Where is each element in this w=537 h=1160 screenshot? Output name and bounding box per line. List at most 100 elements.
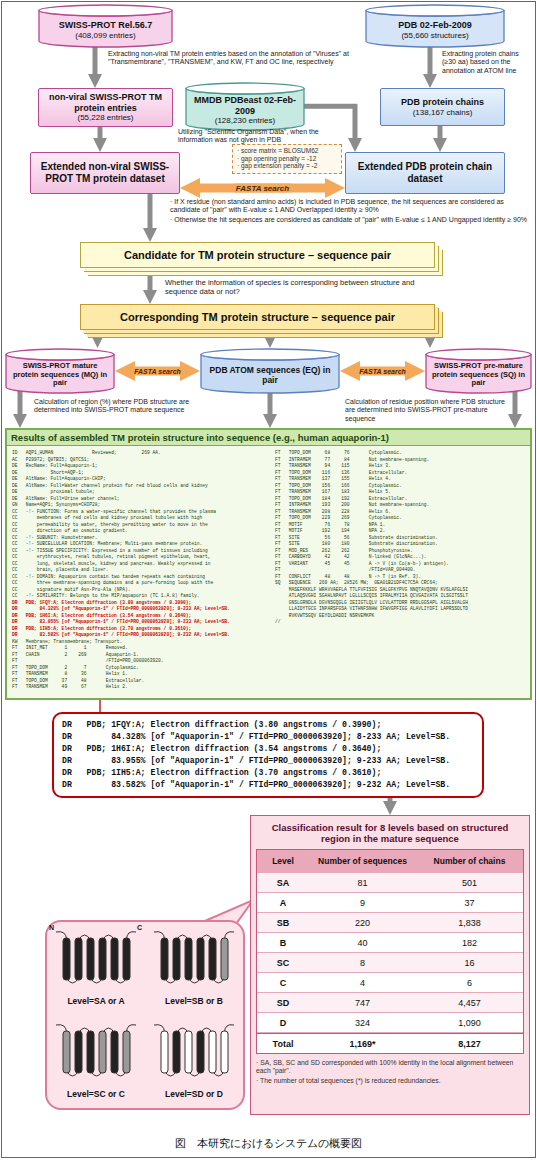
node-text: (128,230 entries) xyxy=(189,116,301,125)
helix xyxy=(221,938,228,980)
record-line: DE proximal tubule; xyxy=(12,489,270,496)
record-line: FT MOTIF 76 78 NPA 1. xyxy=(275,522,527,529)
record-line: AC P29972; Q8TBI5; Q8TCS1; xyxy=(12,457,270,464)
level-callout: Level=SA or ANCLevel=SB or BLevel=SC or … xyxy=(45,920,245,1110)
record-line: DR 83.955% [of "Aquaporin-1" / FTId=PRO_… xyxy=(12,619,270,626)
database-cylinder: SWISS-PROT mature protein sequences (MQ)… xyxy=(5,348,115,394)
table-cell: 1,838 xyxy=(416,913,523,933)
helix xyxy=(123,938,130,980)
record-line: FT TOPO_DOM 2 7 Cytoplasmic. xyxy=(12,665,270,672)
text-column: FT TOPO_DOM 68 76 Cytoplasmic.FT INTRAME… xyxy=(275,450,527,626)
record-line: CC brain, placenta and liver. xyxy=(12,567,270,574)
helix xyxy=(63,1031,70,1073)
node-text: MMDB PDBeast 02-Feb-2009 xyxy=(189,95,301,116)
flow-arrow xyxy=(18,390,23,420)
flow-arrow xyxy=(428,44,433,80)
figure-caption: 図 本研究におけるシステムの概要図 xyxy=(0,1136,537,1151)
terminus-label: N xyxy=(49,924,54,932)
table-note: · The number of total sequences (*) is r… xyxy=(256,1077,524,1085)
table-cell: 4,457 xyxy=(416,993,523,1013)
cylinder-top xyxy=(426,349,531,360)
record-line: CC -!- TISSUE SPECIFICITY: Expressed in … xyxy=(12,548,270,555)
table-cell: Number of chains xyxy=(416,850,523,873)
node-text: PDB protein chains xyxy=(386,97,499,108)
helix xyxy=(221,1031,228,1073)
annotation-text: · Otherwise the hit sequences are consid… xyxy=(170,216,530,224)
cylinder-top xyxy=(201,349,339,360)
helix xyxy=(197,938,204,980)
database-cylinder: PDB ATOM sequences (EQ) in pair xyxy=(200,348,340,394)
level-label: Level=SB or B xyxy=(145,996,243,1006)
record-line: CC -!- SUBCELLULAR LOCATION: Membrane; M… xyxy=(12,541,270,548)
annotation-text: Utilizing "Scientific Organism Data", wh… xyxy=(178,128,343,145)
record-line: ATLAQSVGHI SGAHLNPAVT LGLLLSCQIS IFRALMY… xyxy=(275,593,527,600)
node-text: Extended non-viral SWISS-PROT TM protein… xyxy=(36,161,174,185)
record-line: DE AltName: Full=Urine water channel; xyxy=(12,496,270,503)
helix xyxy=(99,938,106,980)
table-cell: 1,169* xyxy=(309,1033,416,1053)
level-label: Level=SC or C xyxy=(47,1089,145,1099)
table-title: Classification result for 8 levels based… xyxy=(256,820,524,849)
node-text: Corresponding TM protein structure – seq… xyxy=(89,311,426,324)
record-line: FT INTRAMEM 193 200 Not membrane-spannin… xyxy=(275,502,527,509)
table-cell: 501 xyxy=(416,873,523,893)
database-cylinder: MMDB PDBeast 02-Feb-2009(128,230 entries… xyxy=(185,82,305,131)
helix-topology xyxy=(145,924,243,994)
record-line: CC -!- DOMAIN: Aquaporins contain two ta… xyxy=(12,574,270,581)
record-line: SQ SEQUENCE 269 AA; 28526 MW; 0EA01B21DF… xyxy=(275,580,527,587)
record-line: CC signature motif Asn-Pro-Ala (NPA). xyxy=(12,587,270,594)
node-text: SWISS-PROT mature protein sequences (MQ)… xyxy=(9,362,111,389)
helix xyxy=(75,938,82,980)
record-line: FT SITE 56 56 Substrate discrimination. xyxy=(275,535,527,542)
record-line: CC membranes of red cells and kidney pro… xyxy=(12,515,270,522)
table-cell: 324 xyxy=(309,1013,416,1033)
record-line: DR 83.582% [of "Aquaporin-1" / FTId=PRO_… xyxy=(12,632,270,639)
record-line: KW Membrane; Transmembrane; Transport. xyxy=(12,639,270,646)
record-line: FT TRANSMEM 137 155 Helix 4. xyxy=(275,476,527,483)
record-line: GNSLGRNDLA DGVNSGQGLG IEIIGTLQLV LCVLATT… xyxy=(275,600,527,607)
node-text: Extended PDB protein chain dataset xyxy=(351,161,499,185)
record-line: ID AQP1_HUMAN Reviewed; 269 AA. xyxy=(12,450,270,457)
flow-arrow xyxy=(268,390,273,420)
table-cell: 40 xyxy=(309,933,416,953)
record-line: FT INIT_MET 1 1 Removed. xyxy=(12,645,270,652)
table-grid: LevelNumber of sequencesNumber of chains… xyxy=(256,849,524,1054)
record-line: LLAIDYTGCG INPARSFGSA VITHNFSNHW IFWVGPF… xyxy=(275,606,527,613)
helix xyxy=(173,938,180,980)
record-line: FT TOPO_DOM 184 192 Extracellular. xyxy=(275,496,527,503)
node-text: (55,228 entries) xyxy=(44,113,167,122)
edge-label: FASTA search xyxy=(132,368,183,375)
fasta-arrow xyxy=(352,367,413,376)
flow-arrow xyxy=(148,264,153,296)
dataset-box: Extended non-viral SWISS-PROT TM protein… xyxy=(30,152,180,194)
table-cell: A xyxy=(257,893,309,913)
parameter-note: · score matrix = BLOSUM62· gap opening p… xyxy=(232,144,342,174)
record-line: RVKVWTSGQV EEYDLDADDI NSRVEMKPK xyxy=(275,613,527,620)
node-text: PDB ATOM sequences (EQ) in pair xyxy=(204,365,336,385)
table-cell: B xyxy=(257,933,309,953)
node-text: Candidate for TM protein structure – seq… xyxy=(89,249,426,262)
record-line: FT VARIANT 45 45 A -> V (in Co(a-b-) ant… xyxy=(275,561,527,568)
table-notes: · SA, SB, SC and SD corresponded with 10… xyxy=(256,1054,524,1085)
helix-topology xyxy=(145,1017,243,1087)
record-line: DE AltName: Full=Aquaporin-CHIP; xyxy=(12,476,270,483)
level-quadrant: Level=SB or B xyxy=(145,924,243,1017)
process-box: non-viral SWISS-PROT TM protein entries(… xyxy=(38,88,173,127)
table-cell: 16 xyxy=(416,953,523,973)
record-line: DE RecName: Full=Aquaporin-1; xyxy=(12,463,270,470)
panel-title: Results of assembled TM protein structur… xyxy=(7,430,530,446)
table-cell: D xyxy=(257,1013,309,1033)
annotation-text: Extracting protein chains (≥30 aa) based… xyxy=(442,50,530,75)
record-line: FT CHAIN 2 269 Aquaporin-1. xyxy=(12,652,270,659)
level-label: Level=SD or D xyxy=(145,1089,243,1099)
helix-topology xyxy=(47,924,145,994)
table-cell: SC xyxy=(257,953,309,973)
table-cell: SB xyxy=(257,913,309,933)
node-text: (138,167 chains) xyxy=(386,108,499,117)
record-line: FT /FTId=PRO_0000063920. xyxy=(12,658,270,665)
annotation-text: Calculation of region (%) where PDB stru… xyxy=(34,398,194,415)
helix xyxy=(87,1031,94,1073)
helix xyxy=(173,1031,180,1073)
helix xyxy=(75,1031,82,1073)
table-cell: SA xyxy=(257,873,309,893)
